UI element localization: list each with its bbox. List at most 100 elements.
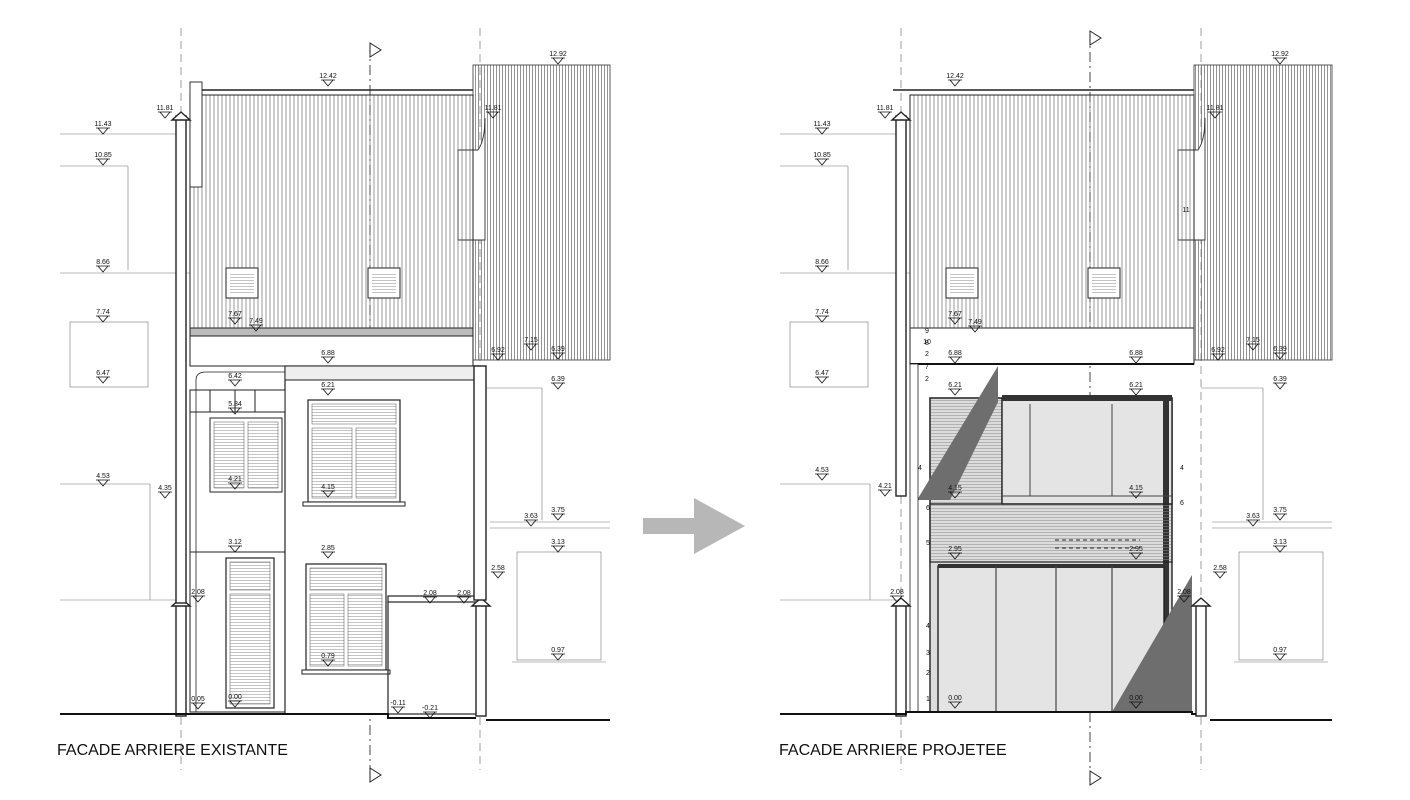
existing-level-marker-triangle bbox=[321, 659, 335, 667]
existing-level-marker: 3.12 bbox=[228, 539, 242, 546]
projected-level-marker-triangle bbox=[948, 388, 962, 396]
existing-level-marker: 6.39 bbox=[551, 376, 565, 383]
existing-level-marker: 7.67 bbox=[228, 311, 242, 318]
projected-level-marker: 6.21 bbox=[948, 382, 962, 389]
existing-level-marker-triangle bbox=[423, 596, 437, 604]
existing-level-marker: 6.88 bbox=[321, 350, 335, 357]
existing-level-marker-triangle bbox=[524, 343, 538, 351]
projected-level-marker-triangle bbox=[1273, 653, 1287, 661]
projected-level-marker: 11.81 bbox=[877, 105, 894, 112]
existing-level-marker: 6.39 bbox=[551, 346, 565, 353]
stair-step-number: 2 bbox=[925, 351, 929, 358]
projected-level-marker-triangle bbox=[1273, 545, 1287, 553]
projected-level-marker: 6.21 bbox=[1129, 382, 1143, 389]
neighbour-left-outline bbox=[780, 133, 910, 601]
projected-level-marker-triangle bbox=[1129, 552, 1143, 560]
existing-level-marker-triangle bbox=[491, 353, 505, 361]
party-wall-posts bbox=[170, 111, 492, 717]
existing-level-marker: 0.00 bbox=[228, 694, 242, 701]
existing-level-marker: 2.08 bbox=[423, 590, 437, 597]
projected-level-marker: 6.39 bbox=[1273, 346, 1287, 353]
upper-glazing bbox=[1001, 397, 1173, 505]
projected-level-marker-triangle bbox=[968, 325, 982, 333]
window-main-upper bbox=[302, 399, 406, 507]
ground-line bbox=[60, 713, 476, 719]
existing-level-marker: 2.58 bbox=[491, 565, 505, 572]
projected-level-marker-triangle bbox=[948, 317, 962, 325]
projected-level-marker: 2.58 bbox=[1213, 565, 1227, 572]
existing-level-marker-triangle bbox=[228, 407, 242, 415]
existing-level-marker-triangle bbox=[551, 352, 565, 360]
projected-level-marker: 6.88 bbox=[1129, 350, 1143, 357]
projected-level-marker: 0.00 bbox=[948, 695, 962, 702]
stair-step-number: 9 bbox=[925, 328, 929, 335]
existing-level-marker: 3.63 bbox=[524, 513, 538, 520]
existing-level-marker: 7.74 bbox=[96, 309, 110, 316]
existing-level-marker: 6.21 bbox=[321, 382, 335, 389]
stair-step-number: 7 bbox=[925, 364, 929, 371]
existing-level-marker-triangle bbox=[228, 700, 242, 708]
projected-level-marker-triangle bbox=[948, 552, 962, 560]
projected-level-marker: 7.67 bbox=[948, 311, 962, 318]
existing-level-marker-triangle bbox=[158, 491, 172, 499]
projected-level-marker: 2.95 bbox=[948, 546, 962, 553]
existing-level-marker-triangle bbox=[551, 382, 565, 390]
existing-level-marker: 3.75 bbox=[551, 507, 565, 514]
projected-level-marker: 2.95 bbox=[1129, 546, 1143, 553]
neighbour-right-outline bbox=[1201, 387, 1332, 663]
projected-level-marker: 12.92 bbox=[1271, 51, 1289, 58]
projected-level-marker: 6.92 bbox=[1211, 347, 1225, 354]
existing-level-marker: 7.15 bbox=[524, 337, 538, 344]
projected-level-marker-triangle bbox=[1213, 571, 1227, 579]
annex-roof-edge bbox=[189, 389, 286, 413]
section-marker-bottom bbox=[1089, 770, 1102, 786]
existing-level-marker: 6.42 bbox=[228, 373, 242, 380]
existing-level-marker: 8.66 bbox=[96, 259, 110, 266]
existing-level-marker: 6.47 bbox=[96, 370, 110, 377]
existing-level-marker-triangle bbox=[457, 596, 471, 604]
existing-level-marker-triangle bbox=[158, 111, 172, 119]
stair-step-number: 4 bbox=[926, 623, 930, 630]
existing-level-marker-triangle bbox=[551, 57, 565, 65]
projected-level-marker-triangle bbox=[1129, 356, 1143, 364]
existing-level-marker: 4.35 bbox=[158, 485, 172, 492]
door-annex bbox=[225, 557, 275, 709]
projected-level-marker-triangle bbox=[1246, 519, 1260, 527]
existing-level-marker-triangle bbox=[524, 519, 538, 527]
facade-upper-wall bbox=[909, 327, 1195, 365]
existing-level-marker-triangle bbox=[96, 127, 110, 135]
existing-level-marker: 2.08 bbox=[191, 589, 205, 596]
existing-level-marker-triangle bbox=[96, 376, 110, 384]
existing-facade-drawing: FACADE ARRIERE EXISTANTE bbox=[57, 28, 611, 783]
existing-level-marker: 2.85 bbox=[321, 545, 335, 552]
projected-level-marker-triangle bbox=[1177, 595, 1191, 603]
section-marker-bottom bbox=[369, 767, 382, 783]
projected-level-marker: 3.63 bbox=[1246, 513, 1260, 520]
projected-level-marker-triangle bbox=[1208, 111, 1222, 119]
projected-caption: FACADE ARRIERE PROJETEE bbox=[779, 742, 1007, 759]
projected-level-marker-triangle bbox=[948, 79, 962, 87]
projected-level-marker-triangle bbox=[878, 111, 892, 119]
chimney-stack bbox=[189, 81, 203, 188]
projected-level-marker-triangle bbox=[815, 158, 829, 166]
projected-level-marker-triangle bbox=[815, 127, 829, 135]
gutter-band bbox=[189, 327, 474, 337]
existing-level-marker-triangle bbox=[191, 595, 205, 603]
projected-level-marker: 6.88 bbox=[948, 350, 962, 357]
existing-level-marker: 4.21 bbox=[228, 476, 242, 483]
existing-level-marker-triangle bbox=[228, 482, 242, 490]
roof-window-1-glass bbox=[230, 272, 254, 294]
projected-level-marker: 6.47 bbox=[815, 370, 829, 377]
shadow-upper bbox=[917, 366, 998, 500]
projected-level-marker: 7.15 bbox=[1246, 337, 1260, 344]
existing-level-marker: 10.85 bbox=[94, 152, 112, 159]
projected-level-marker: 11.43 bbox=[814, 121, 831, 128]
existing-level-marker: 11.43 bbox=[95, 121, 112, 128]
stair-step-number: 11 bbox=[1182, 207, 1189, 214]
stair-step-number: 2 bbox=[925, 376, 929, 383]
projected-level-marker: 6.39 bbox=[1273, 376, 1287, 383]
existing-level-marker-triangle bbox=[96, 265, 110, 273]
existing-level-marker: 3.13 bbox=[551, 539, 565, 546]
existing-level-marker-triangle bbox=[96, 315, 110, 323]
projected-level-marker-triangle bbox=[815, 376, 829, 384]
